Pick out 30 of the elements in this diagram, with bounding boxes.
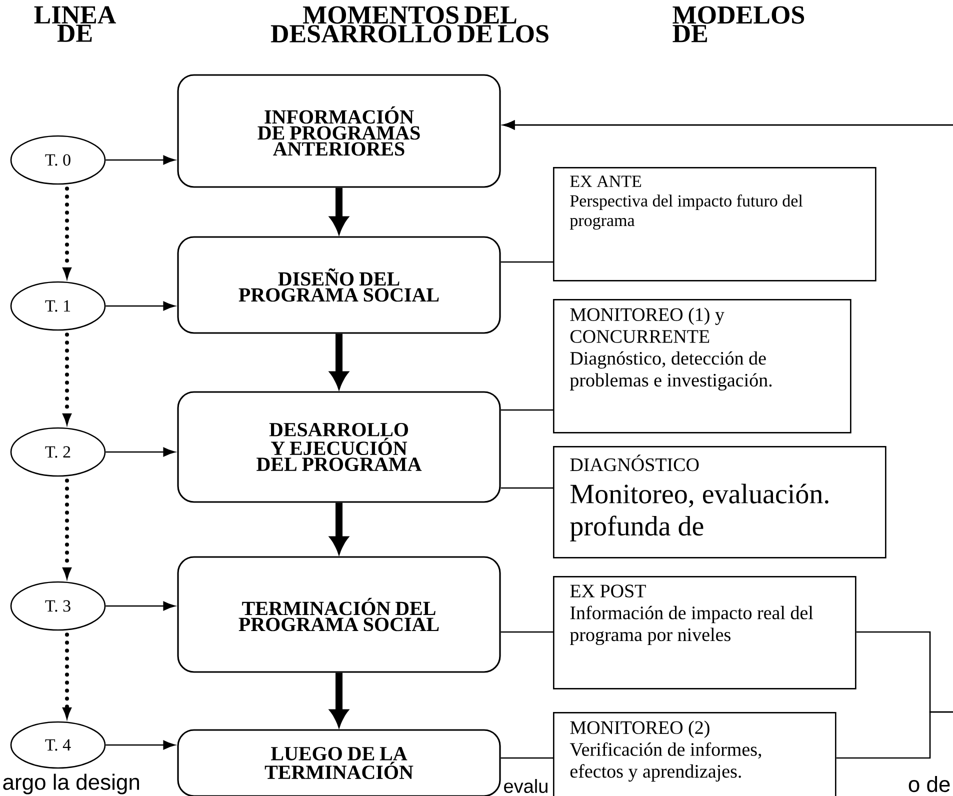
column-heading: LINEA DE <box>34 6 116 42</box>
model-box: MONITOREO (1) y CONCURRENTE Diagnóstico, detección de problemas e investigación. <box>553 299 852 434</box>
arrow <box>106 155 175 165</box>
connector-line <box>500 757 553 759</box>
dotted-arrow <box>62 332 72 426</box>
text-fragment: o de <box>908 776 950 792</box>
connector-line <box>500 631 553 633</box>
stage-box: LUEGO DE LA TERMINACIÓN <box>177 729 501 796</box>
stage-box: INFORMACIÓN DE PROGRAMAS ANTERIORES <box>177 74 501 188</box>
arrow <box>106 447 175 457</box>
column-heading: MODELOS DE <box>672 6 804 42</box>
connector-line <box>500 261 553 263</box>
model-box: EX ANTE Perspectiva del impacto futuro del programa <box>553 167 876 282</box>
stage-box: DESARROLLO Y EJECUCIÓN DEL PROGRAMA <box>177 391 501 503</box>
text-fragment: argo la design <box>3 774 139 794</box>
connector-line <box>500 487 553 489</box>
stage-box: TERMINACIÓN DEL PROGRAMA SOCIAL <box>177 556 501 673</box>
connector-line <box>500 409 553 411</box>
dotted-arrow <box>62 186 72 280</box>
model-box: DIAGNÓSTICO Monitoreo, evaluación. profunda de <box>553 446 886 558</box>
stage-box: DISEÑO DEL PROGRAMA SOCIAL <box>177 236 501 334</box>
dotted-arrow <box>62 632 72 720</box>
arrow <box>106 601 175 611</box>
dotted-arrow <box>62 478 72 580</box>
column-heading: MOMENTOS DEL DESARROLLO DE LOS <box>270 6 548 43</box>
arrow <box>106 301 175 311</box>
text-fragment: evalu <box>504 779 548 793</box>
model-box: MONITOREO (2) Verificación de informes, efectos y aprendizajes. <box>553 712 836 796</box>
model-box: EX POST Información de impacto real del programa por niveles <box>553 576 856 690</box>
arrow <box>106 740 175 750</box>
